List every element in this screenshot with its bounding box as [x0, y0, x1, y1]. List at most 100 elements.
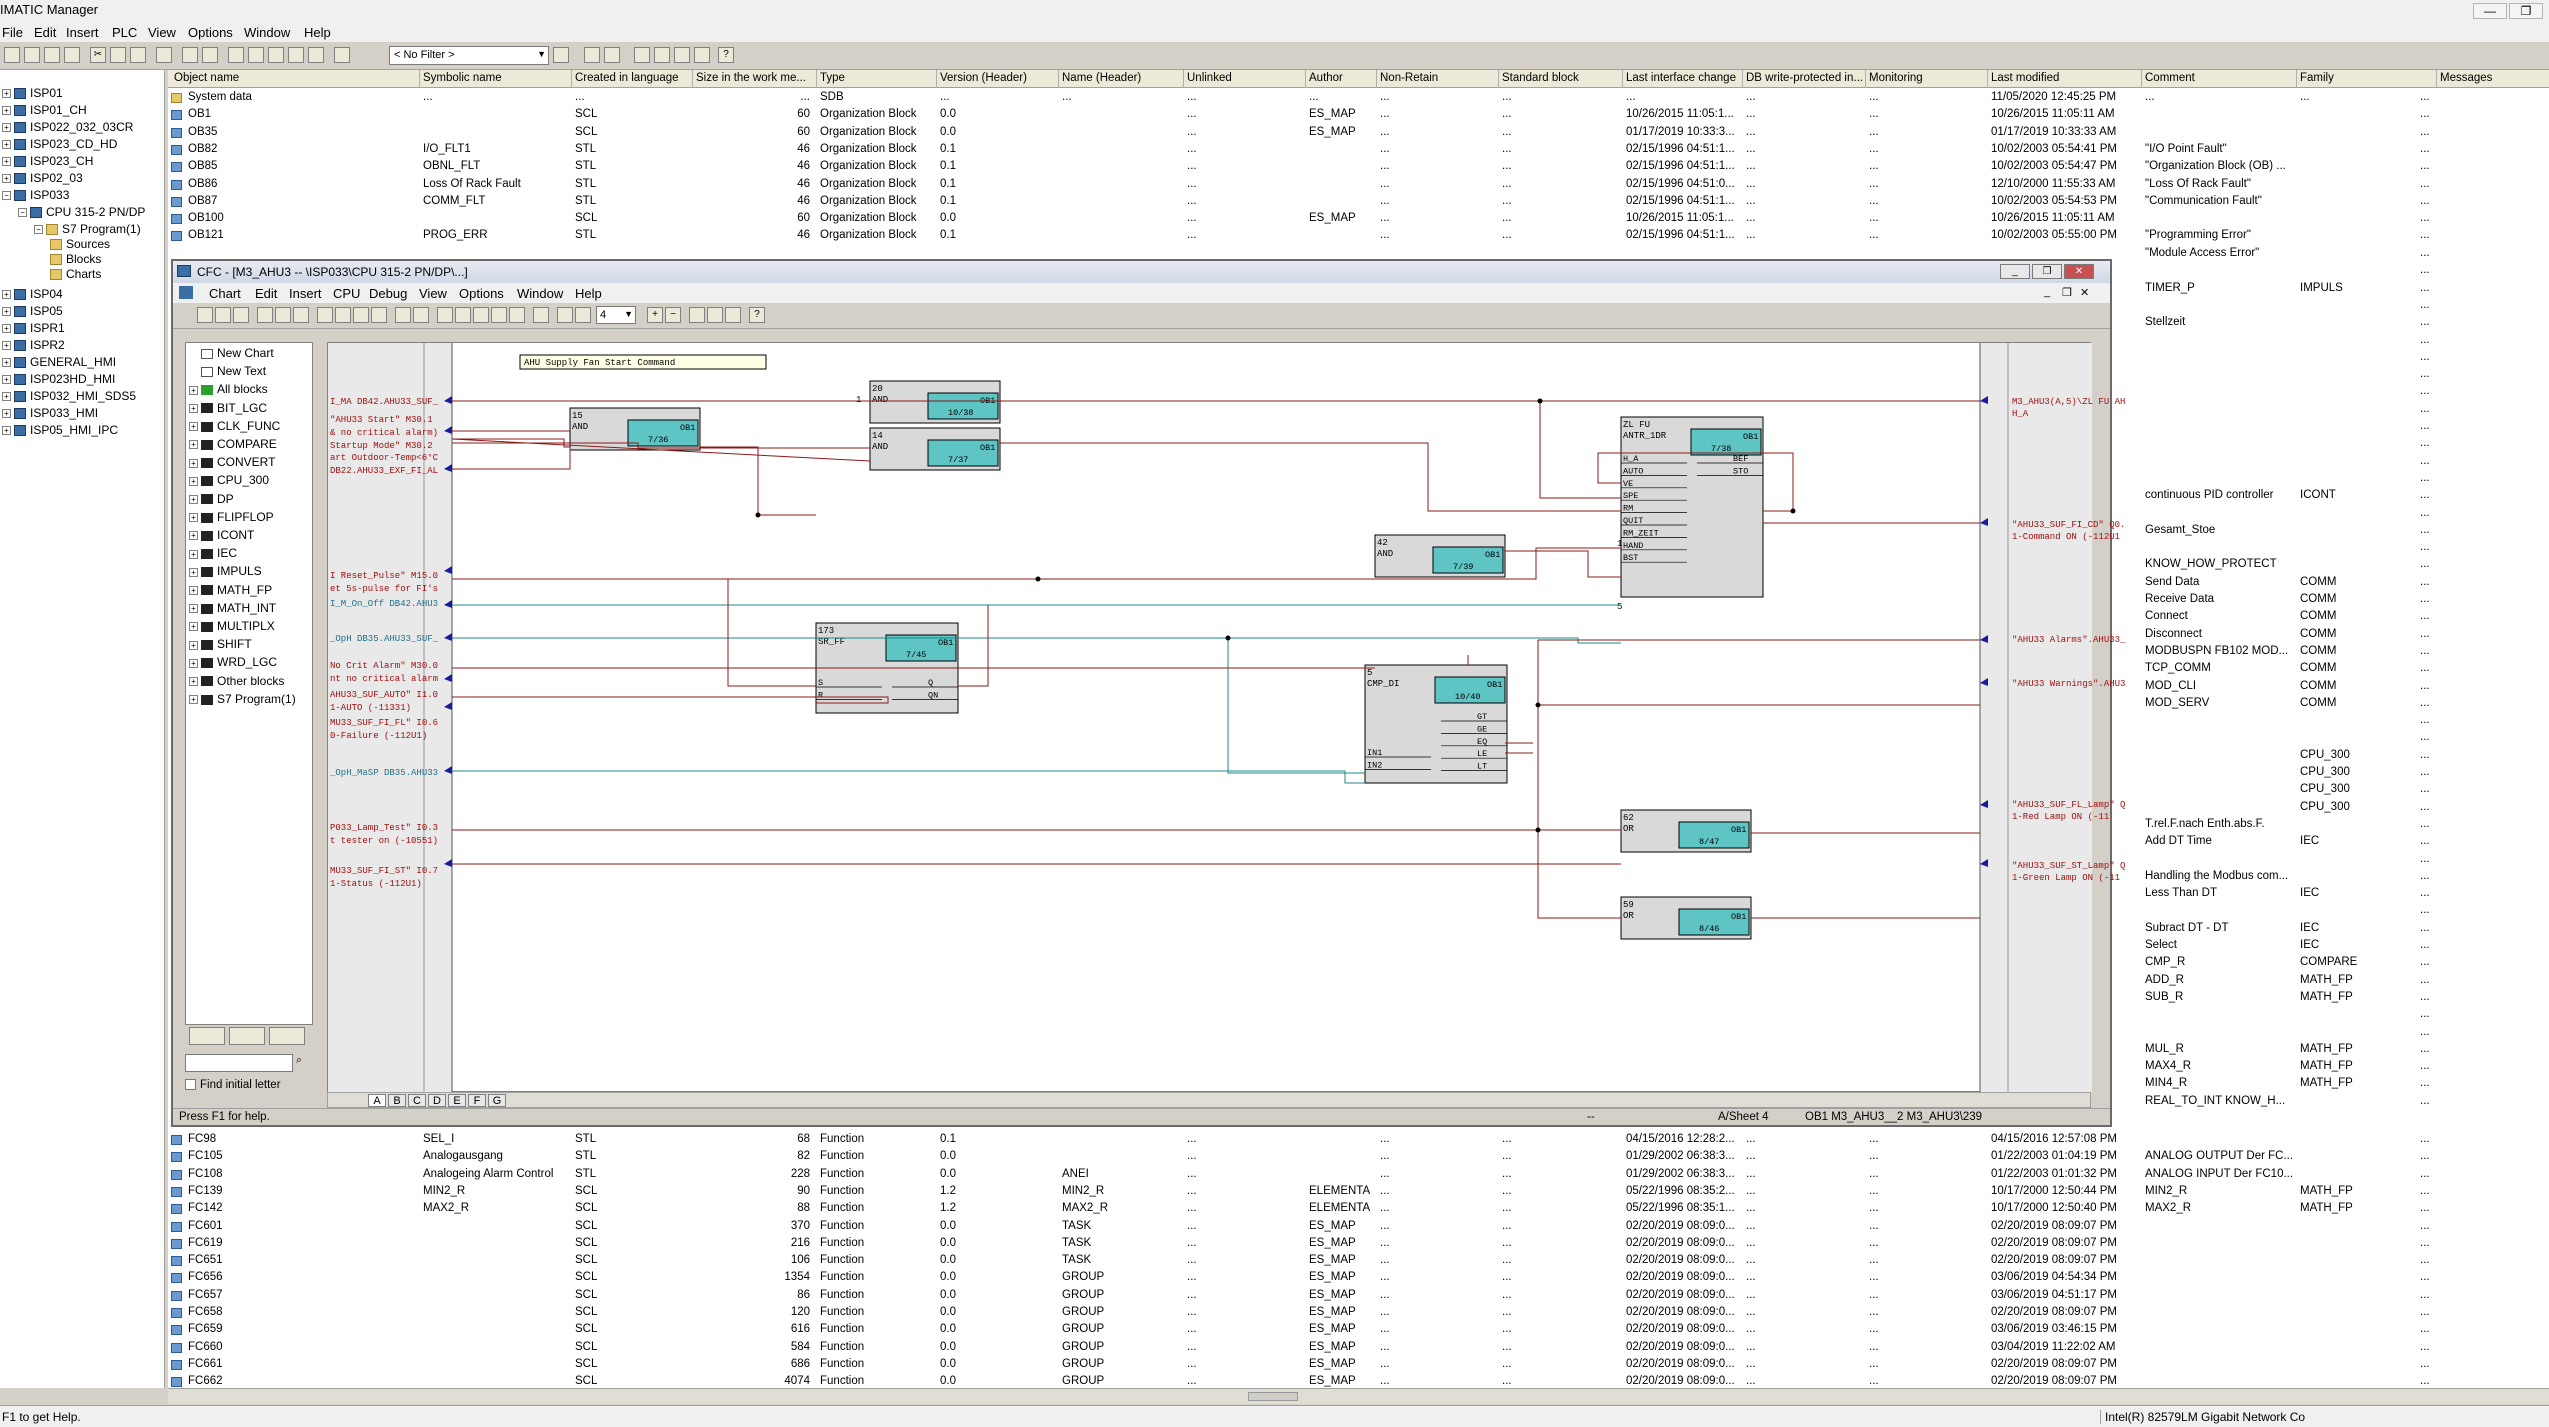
column-separator[interactable] — [1742, 70, 1743, 88]
cfc-minimize-button[interactable]: _ — [2000, 264, 2030, 279]
list-icon[interactable] — [268, 47, 284, 63]
cfc-overview-toggle-icon[interactable] — [575, 307, 591, 323]
simulation-icon[interactable] — [604, 47, 620, 63]
arrange-icon[interactable] — [694, 47, 710, 63]
column-header-17[interactable]: Messages — [2440, 72, 2493, 84]
table-row[interactable]: ... — [168, 436, 2549, 453]
paste-icon[interactable] — [130, 47, 146, 63]
table-row[interactable]: KNOW_HOW_PROTECT... — [168, 557, 2549, 574]
library-item-math-int[interactable]: +MATH_INT — [189, 601, 276, 615]
cfc-print-icon[interactable] — [233, 307, 249, 323]
sheet-tab-b[interactable]: B — [388, 1094, 406, 1107]
expand-icon[interactable]: + — [2, 358, 11, 368]
library-item-icont[interactable]: +ICONT — [189, 528, 254, 542]
filter-dropdown[interactable]: < No Filter > ▼ — [389, 46, 549, 65]
cfc-open-icon[interactable] — [215, 307, 231, 323]
expand-icon[interactable]: + — [189, 585, 198, 595]
help-context-icon[interactable]: ? — [718, 47, 734, 63]
library-item-new-chart[interactable]: +New Chart — [189, 346, 274, 360]
binoculars-icon[interactable]: ⌕ — [296, 1054, 303, 1066]
library-item-iec[interactable]: +IEC — [189, 546, 237, 560]
cfc-menu-view[interactable]: View — [419, 286, 447, 301]
cfc-menu-debug[interactable]: Debug — [369, 286, 408, 301]
menu-window[interactable]: Window — [244, 25, 291, 40]
column-header-1[interactable]: Symbolic name — [423, 72, 502, 84]
tree-item-isp01-ch[interactable]: +ISP01_CH — [2, 103, 87, 117]
column-separator[interactable] — [1058, 70, 1059, 88]
column-header-11[interactable]: Last interface change — [1626, 72, 1736, 84]
expand-icon[interactable]: + — [2, 123, 11, 133]
column-header-3[interactable]: Size in the work me... — [696, 72, 806, 84]
column-separator[interactable] — [1376, 70, 1377, 88]
tree-item-general-hmi[interactable]: +GENERAL_HMI — [2, 355, 116, 369]
cfc-doc-icon[interactable] — [179, 286, 193, 299]
table-row[interactable]: ... — [168, 350, 2549, 367]
expand-icon[interactable]: + — [2, 392, 11, 402]
library-item-dp[interactable]: +DP — [189, 492, 234, 506]
cfc-download-icon[interactable] — [413, 307, 429, 323]
expand-icon[interactable]: + — [189, 622, 198, 632]
cfc-zoom-fit-icon[interactable] — [533, 307, 549, 323]
cfc-copy-icon[interactable] — [275, 307, 291, 323]
sheet-tab-e[interactable]: E — [448, 1094, 466, 1107]
cfc-mdi-restore-button[interactable]: ❐ — [2062, 287, 2072, 299]
library-item-compare[interactable]: +COMPARE — [189, 437, 277, 451]
expand-icon[interactable]: + — [189, 640, 198, 650]
menu-view[interactable]: View — [148, 25, 176, 40]
collapse-icon[interactable]: − — [34, 225, 43, 235]
offline-icon[interactable] — [202, 47, 218, 63]
table-row[interactable]: ... — [168, 298, 2549, 315]
cfc-grid-icon[interactable] — [557, 307, 573, 323]
large-icons-icon[interactable] — [228, 47, 244, 63]
column-header-4[interactable]: Type — [820, 72, 845, 84]
find-initial-letter-checkbox[interactable]: Find initial letter — [185, 1079, 281, 1091]
library-item-clk-func[interactable]: +CLK_FUNC — [189, 419, 280, 433]
cfc-menu-help[interactable]: Help — [575, 286, 602, 301]
menu-options[interactable]: Options — [188, 25, 233, 40]
table-row[interactable]: CPU_300... — [168, 748, 2549, 765]
network-config-icon[interactable] — [584, 47, 600, 63]
tree-item-charts[interactable]: Charts — [50, 267, 101, 281]
library-item-new-text[interactable]: +New Text — [189, 364, 266, 378]
expand-icon[interactable]: + — [2, 106, 11, 116]
cascade-icon[interactable] — [634, 47, 650, 63]
tree-item-s7-program-1-[interactable]: −S7 Program(1) — [34, 222, 141, 236]
expand-icon[interactable]: + — [189, 385, 198, 395]
expand-icon[interactable]: + — [189, 549, 198, 559]
sheet-tab-d[interactable]: D — [428, 1094, 446, 1107]
tree-item-ispr2[interactable]: +ISPR2 — [2, 338, 65, 352]
library-item-bit-lgc[interactable]: +BIT_LGC — [189, 401, 267, 415]
cfc-zoom-in-icon[interactable]: + — [647, 307, 663, 323]
column-separator[interactable] — [1865, 70, 1866, 88]
expand-icon[interactable]: + — [2, 307, 11, 317]
tree-item-isp033[interactable]: −ISP033 — [2, 188, 69, 202]
table-row[interactable]: ... — [168, 540, 2549, 557]
column-separator[interactable] — [1305, 70, 1306, 88]
cfc-cascade-icon[interactable] — [689, 307, 705, 323]
tree-item-sources[interactable]: Sources — [50, 237, 110, 251]
column-separator[interactable] — [2436, 70, 2437, 88]
cfc-run-sequence-icon[interactable] — [491, 307, 507, 323]
scroll-thumb[interactable] — [1248, 1392, 1298, 1401]
cfc-tile-h-icon[interactable] — [707, 307, 723, 323]
library-item-convert[interactable]: +CONVERT — [189, 455, 275, 469]
main-horizontal-scrollbar[interactable] — [168, 1388, 2549, 1404]
cfc-new-icon[interactable] — [197, 307, 213, 323]
table-row[interactable]: ... — [168, 402, 2549, 419]
cfc-menu-insert[interactable]: Insert — [289, 286, 322, 301]
column-header-9[interactable]: Non-Retain — [1380, 72, 1439, 84]
find-input[interactable] — [185, 1054, 293, 1072]
library-item-multiplx[interactable]: +MULTIPLX — [189, 619, 275, 633]
